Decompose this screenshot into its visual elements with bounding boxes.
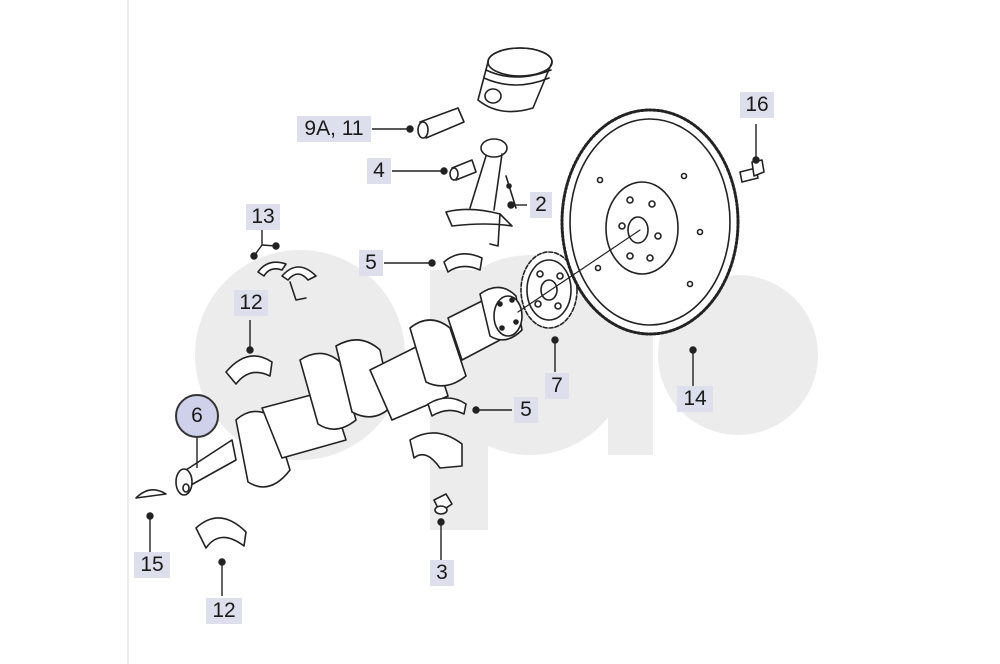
flywheel-bolt	[739, 159, 765, 183]
callout-15[interactable]: 15	[134, 552, 170, 578]
callout-7[interactable]: 7	[545, 373, 569, 399]
callout-4[interactable]: 4	[367, 158, 391, 184]
rod-cap	[409, 432, 463, 469]
callout-12-upper[interactable]: 12	[234, 290, 268, 316]
callout-6-highlighted[interactable]: 6	[175, 394, 219, 438]
flywheel	[560, 108, 740, 336]
woodruff-key	[135, 489, 167, 499]
main-bearing-shell-lower	[195, 517, 247, 549]
callout-13[interactable]: 13	[246, 204, 280, 230]
small-end-bushing	[449, 159, 477, 181]
left-border	[127, 0, 129, 664]
thrust-washers	[257, 261, 317, 301]
main-bearing-shell-upper	[225, 355, 273, 385]
callout-5-upper[interactable]: 5	[359, 250, 383, 276]
callout-12-lower[interactable]: 12	[206, 598, 242, 624]
crank-sprocket	[520, 251, 578, 329]
connecting-rod	[445, 138, 517, 247]
rod-bearing-shell-upper	[443, 253, 483, 273]
rod-nut	[433, 493, 453, 515]
piston	[477, 47, 553, 113]
assembly-axis-line	[517, 229, 641, 313]
crankshaft	[175, 286, 523, 496]
callout-5-lower[interactable]: 5	[514, 397, 538, 423]
callout-2[interactable]: 2	[530, 192, 552, 218]
callout-9a-11[interactable]: 9A, 11	[297, 116, 371, 142]
rod-bearing-shell-lower	[427, 397, 467, 417]
callout-16[interactable]: 16	[740, 92, 774, 118]
callout-3[interactable]: 3	[430, 560, 454, 586]
leader-lines	[146, 124, 760, 596]
piston-pin	[417, 107, 465, 139]
callout-14[interactable]: 14	[677, 386, 713, 412]
